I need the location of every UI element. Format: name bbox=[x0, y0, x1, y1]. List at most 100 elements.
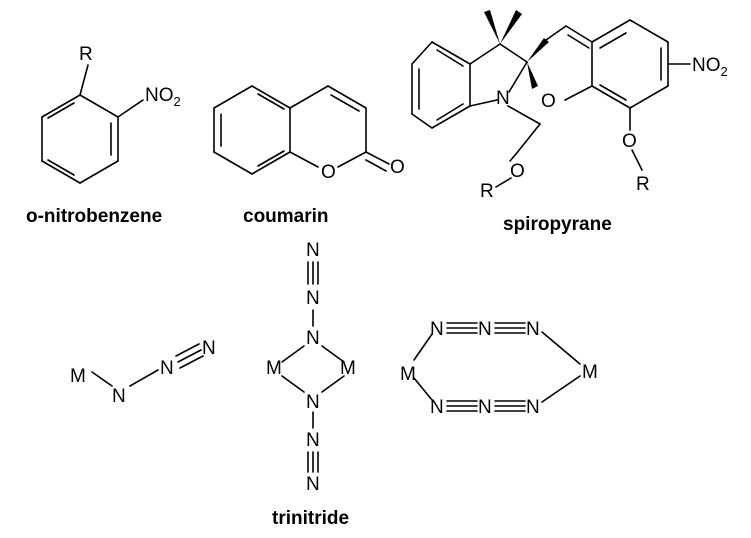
bond bbox=[541, 375, 581, 403]
spiro-wedge bbox=[527, 62, 538, 89]
aromatic-bond bbox=[599, 84, 627, 101]
bond bbox=[321, 345, 345, 363]
atom-n: N bbox=[496, 88, 510, 109]
bond bbox=[629, 85, 669, 109]
bond bbox=[41, 160, 81, 184]
triple-bond bbox=[175, 343, 200, 357]
atom-ether-o-right: O bbox=[622, 131, 637, 152]
triple-bond bbox=[179, 355, 204, 369]
bond bbox=[541, 331, 581, 365]
caption-trinitride: trinitride bbox=[272, 508, 349, 529]
atom-ring-o: O bbox=[321, 162, 336, 183]
bond bbox=[321, 375, 345, 393]
bond bbox=[129, 369, 159, 387]
methyl-wedge bbox=[484, 10, 500, 44]
bond bbox=[337, 151, 367, 168]
atom-ring-o: O bbox=[541, 91, 556, 112]
bond bbox=[545, 25, 567, 41]
aromatic-bond bbox=[257, 93, 285, 110]
carbonyl-bond bbox=[365, 151, 390, 165]
aromatic-bond bbox=[257, 150, 285, 167]
bond bbox=[213, 151, 253, 175]
atom-bot-n3: N bbox=[526, 397, 540, 418]
bond bbox=[629, 19, 669, 43]
carbonyl-bond bbox=[365, 159, 387, 172]
spiropyrane-structure: NO2 N O O R O R bbox=[411, 10, 728, 202]
nitrobenzene-structure: R NO2 bbox=[41, 44, 181, 184]
atom-n-bot2: N bbox=[306, 430, 320, 451]
atom-r-right: R bbox=[636, 174, 650, 195]
bond bbox=[91, 371, 113, 387]
bond bbox=[213, 85, 253, 109]
bond bbox=[508, 61, 528, 93]
aromatic-bond bbox=[47, 159, 75, 176]
atom-n-top3: N bbox=[306, 240, 320, 261]
bond bbox=[469, 99, 498, 107]
bond bbox=[41, 94, 81, 118]
atom-top-n1: N bbox=[430, 319, 444, 340]
atom-bot-n1: N bbox=[430, 397, 444, 418]
atom-n-bot3: N bbox=[306, 474, 320, 495]
atom-top-n2: N bbox=[478, 319, 492, 340]
atom-no2: NO2 bbox=[145, 85, 181, 109]
bond bbox=[509, 153, 517, 162]
bond bbox=[431, 41, 471, 65]
aromatic-bond bbox=[47, 102, 75, 119]
bond bbox=[413, 333, 433, 361]
atom-r: R bbox=[79, 44, 93, 65]
bond bbox=[327, 85, 367, 109]
bond bbox=[507, 105, 541, 125]
atom-top-n3: N bbox=[526, 319, 540, 340]
atom-n2: N bbox=[160, 358, 174, 379]
caption-nitrobenzene: o-nitrobenzene bbox=[26, 206, 162, 227]
bond bbox=[281, 375, 305, 393]
bond bbox=[565, 25, 593, 43]
atom-m-right: M bbox=[582, 362, 598, 383]
double-bond bbox=[567, 34, 590, 49]
coumarin-structure: O O bbox=[213, 85, 405, 183]
aromatic-bond bbox=[599, 32, 627, 49]
atom-m-right: M bbox=[340, 358, 356, 379]
triple-bond bbox=[177, 349, 202, 363]
bond bbox=[79, 160, 119, 184]
bond bbox=[413, 377, 433, 401]
atom-m-left: M bbox=[400, 364, 416, 385]
bond bbox=[289, 85, 329, 109]
methyl-wedge bbox=[500, 10, 522, 44]
end-to-end-bridging-azide: M M N N N N N N bbox=[400, 319, 598, 418]
bond bbox=[251, 151, 291, 175]
atom-n3: N bbox=[202, 338, 216, 359]
atom-n-top2: N bbox=[306, 288, 320, 309]
atom-m: M bbox=[70, 366, 86, 387]
atom-n1: N bbox=[112, 386, 126, 407]
bond bbox=[289, 151, 319, 168]
atom-r-left: R bbox=[480, 181, 494, 202]
bond bbox=[469, 43, 501, 65]
atom-n-top1: N bbox=[306, 328, 320, 349]
atom-m-left: M bbox=[266, 358, 282, 379]
aromatic-bond bbox=[436, 49, 464, 67]
bond bbox=[411, 41, 433, 65]
bond bbox=[495, 177, 512, 188]
bond-no2 bbox=[117, 99, 144, 118]
end-on-bridging-azide: N N N M M N N N bbox=[266, 240, 356, 495]
atom-n-bot1: N bbox=[306, 392, 320, 413]
aromatic-bond bbox=[436, 103, 464, 121]
caption-coumarin: coumarin bbox=[243, 206, 329, 227]
bond-r bbox=[79, 64, 89, 96]
bond bbox=[431, 105, 471, 129]
atom-bot-n2: N bbox=[478, 397, 492, 418]
double-bond bbox=[330, 94, 360, 112]
atom-carbonyl-o: O bbox=[390, 157, 405, 178]
atom-ether-o-left: O bbox=[510, 161, 525, 182]
bond bbox=[499, 43, 528, 63]
bond bbox=[591, 19, 631, 43]
bond bbox=[591, 85, 631, 109]
bond bbox=[281, 345, 305, 363]
bond bbox=[564, 85, 593, 101]
bond bbox=[631, 149, 643, 171]
spiro-wedge bbox=[527, 38, 549, 62]
bond bbox=[515, 123, 541, 155]
bond bbox=[251, 85, 291, 109]
